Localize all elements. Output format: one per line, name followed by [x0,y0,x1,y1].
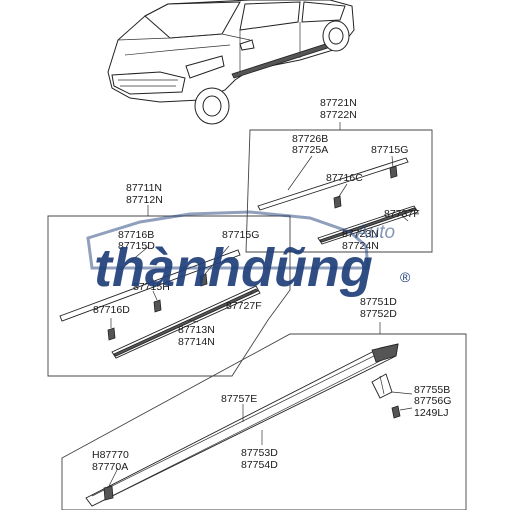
car-illustration [107,0,355,125]
label-87715G-mid: 87715G [222,229,259,241]
side-sill-moulding-group [61,322,467,510]
label-87723N: 87723N [342,228,379,240]
label-87757E: 87757E [221,393,257,405]
label-87713N: 87713N [178,324,215,336]
label-87753D: 87753D [241,447,278,459]
label-87727F: 87727F [226,300,262,312]
clip-87715G-upper [389,165,398,179]
label-87752D: 87752D [360,308,397,320]
label-87712N: 87712N [126,194,163,206]
watermark-car-silhouette [86,210,370,270]
label-H87770: H87770 [92,449,129,461]
watermark-registered: ® [400,269,411,285]
label-87716B: 87716B [118,229,154,241]
watermark: Auto thànhdũng ® [86,210,411,298]
label-1249LJ: 1249LJ [414,407,448,419]
label-87724N: 87724N [342,240,379,252]
clip-87716D [107,327,116,341]
label-87716C: 87716C [326,172,363,184]
watermark-auto: Auto [355,222,395,243]
clip-87715H [153,299,162,313]
side-sill-box [61,333,467,510]
screw-1249LJ [391,405,401,419]
label-87726B: 87726B [292,133,328,145]
fastener-H87770 [103,485,114,501]
rear-door-strip-upper [257,157,409,211]
label-87754D: 87754D [241,459,278,471]
label-87722N: 87722N [320,109,357,121]
watermark-brand: thànhdũng [94,238,373,298]
clip-87715G-mid [199,273,208,287]
label-87715D: 87715D [118,240,155,252]
label-87715G-upper: 87715G [371,144,408,156]
side-sill-moulding [85,343,399,507]
label-87770A: 87770A [92,461,128,473]
label-87756G: 87756G [414,395,451,407]
label-87721N: 87721N [320,97,357,109]
clip-87716C [333,195,342,209]
label-87751D: 87751D [360,296,397,308]
part-labels: 87721N 87722N 87726B 87725A 87715G 87716… [92,97,451,473]
label-87737F: 87737F [384,208,420,220]
label-87755B: 87755B [414,384,450,396]
label-87715H: 87715H [133,281,170,293]
label-87711N: 87711N [126,182,162,194]
label-87714N: 87714N [178,336,215,348]
label-87725A: 87725A [292,144,328,156]
rear-door-moulding-group [245,122,433,253]
label-87716D: 87716D [93,304,130,316]
